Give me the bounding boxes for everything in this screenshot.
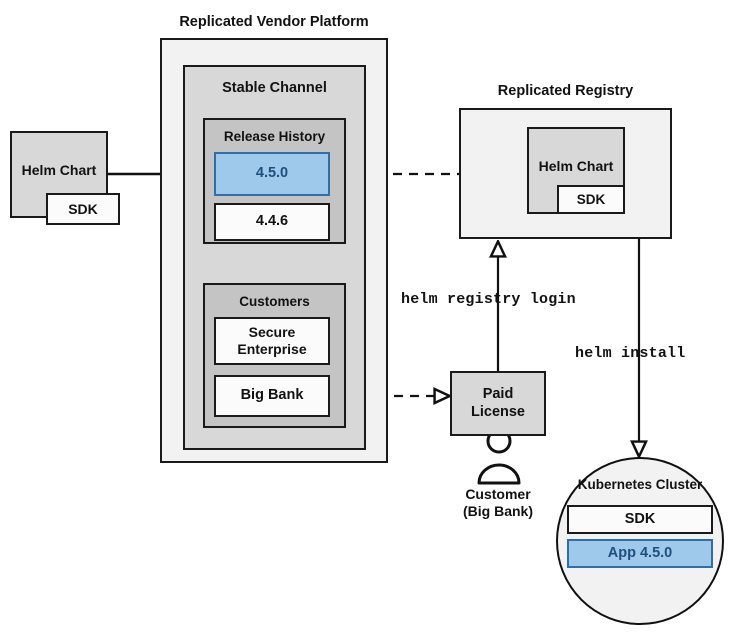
release-item-4-4-6-label: 4.4.6	[255, 213, 289, 230]
kubernetes-cluster-title: Kubernetes Cluster	[577, 477, 703, 492]
cluster-component-app: App 4.5.0	[567, 539, 713, 568]
registry-sdk-box: SDK	[557, 185, 625, 214]
paid-license-box: Paid License	[450, 371, 546, 436]
customer-item-big-bank[interactable]: Big Bank	[214, 375, 330, 417]
release-history-title: Release History	[223, 129, 326, 144]
release-item-4-5-0[interactable]: 4.5.0	[214, 152, 330, 196]
paid-license-label: Paid License	[471, 386, 525, 420]
registry-sdk-label: SDK	[576, 191, 606, 207]
source-sdk-box: SDK	[46, 193, 120, 225]
registry-title: Replicated Registry	[497, 83, 634, 99]
customers-title: Customers	[239, 294, 310, 309]
vendor-platform-title: Replicated Vendor Platform	[179, 14, 369, 30]
actor-caption: Customer (Big Bank)	[463, 486, 533, 519]
command-helm-install: helm install	[575, 345, 686, 362]
cluster-component-sdk: SDK	[567, 505, 713, 534]
customer-item-big-bank-label: Big Bank	[240, 387, 304, 404]
cluster-component-sdk-label: SDK	[624, 510, 656, 527]
registry-helm-chart-label: Helm Chart	[538, 158, 614, 175]
cluster-component-app-label: App 4.5.0	[607, 544, 673, 561]
source-sdk-label: SDK	[68, 200, 98, 217]
command-registry-login: helm registry login	[401, 291, 576, 308]
source-helm-chart-label: Helm Chart	[21, 162, 97, 179]
stable-channel-title: Stable Channel	[222, 80, 327, 96]
customer-item-secure-enterprise[interactable]: Secure Enterprise	[214, 317, 330, 365]
release-item-4-4-6[interactable]: 4.4.6	[214, 203, 330, 241]
release-item-4-5-0-label: 4.5.0	[255, 165, 289, 182]
customer-item-secure-enterprise-label: Secure Enterprise	[237, 324, 307, 357]
